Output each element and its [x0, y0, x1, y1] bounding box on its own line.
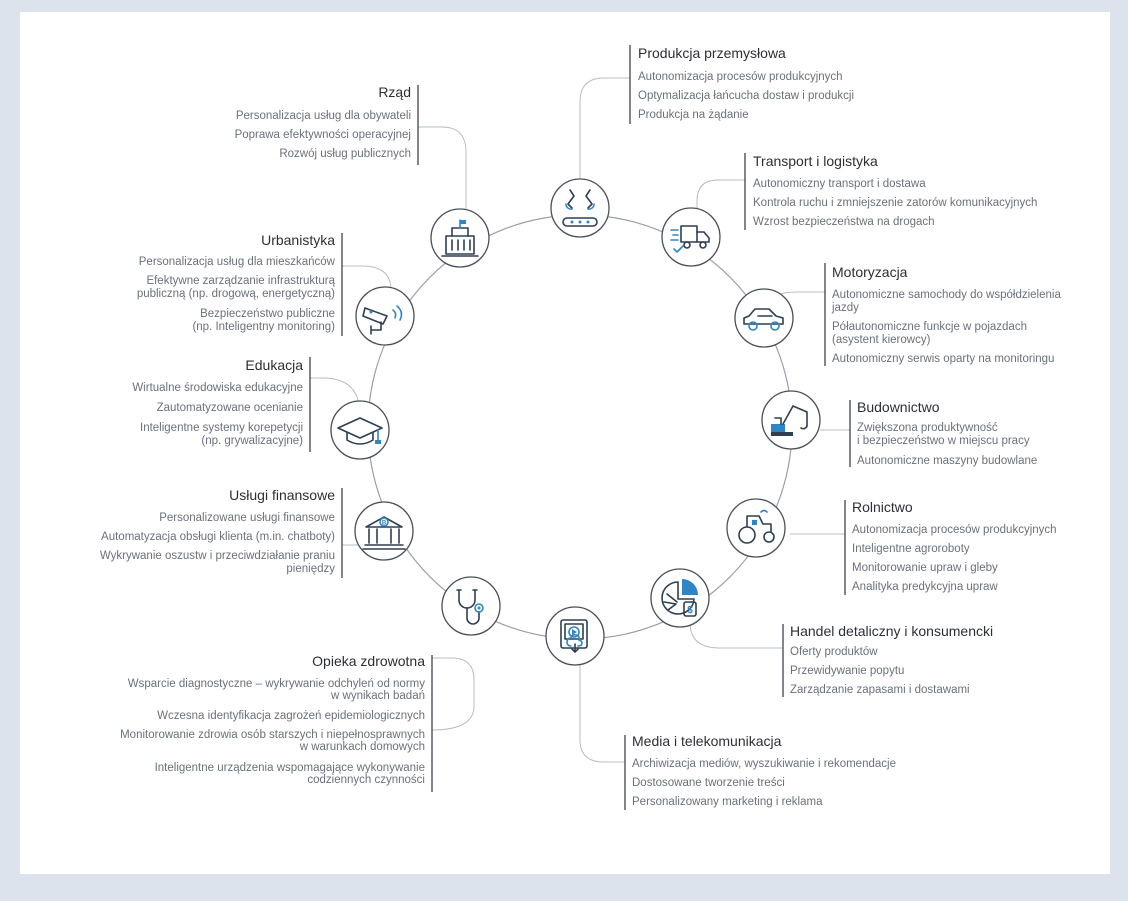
central-ring	[367, 214, 793, 640]
sector-item: Autonomiczny serwis oparty na monitoring…	[832, 353, 1054, 365]
sector-title: Motoryzacja	[832, 264, 908, 280]
sector-transport: Transport i logistyka Autonomiczny trans…	[753, 153, 1037, 228]
svg-text:$: $	[687, 605, 693, 616]
sector-item: Automatyzacja obsługi klienta (m.in. cha…	[101, 531, 335, 543]
sector-item: Personalizowany marketing i reklama	[632, 796, 823, 808]
sector-title: Handel detaliczny i konsumencki	[790, 623, 993, 639]
svg-text:B: B	[382, 521, 387, 527]
media-player-icon	[545, 606, 605, 666]
sector-item: Autonomizacja procesów produkcyjnych	[852, 524, 1057, 536]
sector-title: Rolnictwo	[852, 499, 913, 515]
sector-item: Półautonomiczne funkcje w pojazdach	[832, 321, 1027, 333]
sector-item: (asystent kierowcy)	[832, 334, 931, 346]
diagram-panel	[20, 12, 1110, 874]
sector-item: Monitorowanie upraw i gleby	[852, 562, 998, 574]
sector-item: Autonomiczne samochody do współdzielenia	[832, 289, 1061, 301]
sector-item: Zwiększona produktywność	[857, 422, 998, 434]
sector-edukacja: Edukacja Wirtualne środowiska edukacyjne…	[132, 357, 303, 447]
sector-item: codziennych czynności	[307, 774, 425, 786]
sector-item: Optymalizacja łańcucha dostaw i produkcj…	[638, 90, 854, 102]
car-icon	[734, 288, 794, 348]
sector-rolnictwo: Rolnictwo Autonomizacja procesów produkc…	[852, 499, 1057, 593]
sector-item: Archiwizacja mediów, wyszukiwanie i reko…	[632, 758, 896, 770]
sector-item: w warunkach domowych	[299, 741, 425, 753]
sector-title: Edukacja	[245, 357, 303, 373]
sector-item: Autonomiczne maszyny budowlane	[857, 455, 1037, 467]
sector-item: Wsparcie diagnostyczne – wykrywanie odch…	[128, 678, 425, 690]
sector-title: Media i telekomunikacja	[632, 733, 782, 749]
sector-item: Wzrost bezpieczeństwa na drogach	[753, 216, 935, 228]
sector-item: Zarządzanie zapasami i dostawami	[790, 684, 970, 696]
graduation-cap-icon	[330, 400, 390, 460]
tractor-icon	[726, 498, 786, 558]
stethoscope-icon	[441, 576, 501, 636]
sector-item: publiczną (np. drogową, energetyczną)	[137, 288, 335, 300]
sector-media: Media i telekomunikacja Archiwizacja med…	[632, 733, 896, 808]
sector-handel: Handel detaliczny i konsumencki Oferty p…	[790, 623, 993, 696]
sector-item: i bezpieczeństwo w miejscu pracy	[857, 435, 1030, 447]
sector-item: Bezpieczeństwo publiczne	[200, 308, 335, 320]
pie-chart-dollar-icon: $	[650, 568, 710, 628]
sector-produkcja: Produkcja przemysłowa Autonomizacja proc…	[638, 45, 854, 121]
bank-icon: B	[354, 501, 414, 561]
sector-item: jazdy	[831, 302, 859, 314]
sector-item: Monitorowanie zdrowia osób starszych i n…	[120, 729, 425, 741]
sector-item: Oferty produktów	[790, 646, 878, 658]
sector-item: pieniędzy	[286, 563, 335, 575]
sector-item: w wynikach badań	[330, 690, 425, 702]
sector-item: Inteligentne systemy korepetycji	[140, 422, 303, 434]
sector-title: Rząd	[378, 84, 411, 100]
sector-item: Wykrywanie oszustw i przeciwdziałanie pr…	[100, 550, 335, 562]
sector-item: Efektywne zarządzanie infrastrukturą	[146, 275, 335, 287]
sector-item: Zautomatyzowane ocenianie	[157, 402, 303, 414]
sector-item: Rozwój usług publicznych	[279, 148, 411, 160]
sector-item: Dostosowane tworzenie treści	[632, 777, 785, 789]
sector-item: (np. Inteligentny monitoring)	[192, 321, 335, 333]
robot-arms-icon	[550, 178, 610, 238]
sector-item: Wirtualne środowiska edukacyjne	[132, 382, 303, 394]
sector-item: (np. grywalizacyjne)	[201, 435, 303, 447]
sector-title: Urbanistyka	[261, 232, 335, 248]
sector-item: Kontrola ruchu i zmniejszenie zatorów ko…	[753, 197, 1037, 209]
sector-item: Inteligentne urządzenia wspomagające wyk…	[155, 762, 425, 774]
sector-item: Przewidywanie popytu	[790, 665, 904, 677]
sector-finanse: Usługi finansowe Personalizowane usługi …	[100, 487, 335, 575]
sector-urbanistyka: Urbanistyka Personalizacja usług dla mie…	[137, 232, 336, 333]
sector-budownictwo: Budownictwo Zwiększona produktywność i b…	[857, 399, 1037, 467]
government-building-icon	[430, 208, 490, 268]
sector-item: Inteligentne agroroboty	[852, 543, 970, 555]
title-bars	[309, 45, 851, 810]
sector-title: Opieka zdrowotna	[312, 653, 425, 669]
sector-title: Transport i logistyka	[753, 153, 878, 169]
sector-item: Produkcja na żądanie	[638, 109, 749, 121]
sector-rzad: Rząd Personalizacja usług dla obywateli …	[235, 84, 411, 160]
sector-item: Personalizacja usług dla obywateli	[236, 110, 411, 122]
excavator-icon	[761, 390, 821, 450]
sector-opieka: Opieka zdrowotna Wsparcie diagnostyczne …	[120, 653, 425, 786]
sector-title: Produkcja przemysłowa	[638, 45, 786, 61]
sector-item: Poprawa efektywności operacyjnej	[235, 129, 411, 141]
sector-item: Autonomizacja procesów produkcyjnych	[638, 71, 843, 83]
security-camera-icon	[355, 286, 415, 346]
sector-title: Usługi finansowe	[229, 487, 335, 503]
sector-motoryzacja: Motoryzacja Autonomiczne samochody do ws…	[831, 264, 1061, 365]
sector-title: Budownictwo	[857, 399, 940, 415]
sector-item: Wczesna identyfikacja zagrożeń epidemiol…	[157, 710, 425, 722]
delivery-truck-icon	[661, 207, 721, 267]
sector-item: Personalizowane usługi finansowe	[159, 512, 335, 524]
sector-item: Autonomiczny transport i dostawa	[753, 178, 926, 190]
sector-item: Analityka predykcyjna upraw	[852, 581, 998, 593]
sector-item: Personalizacja usług dla mieszkańców	[139, 256, 336, 268]
